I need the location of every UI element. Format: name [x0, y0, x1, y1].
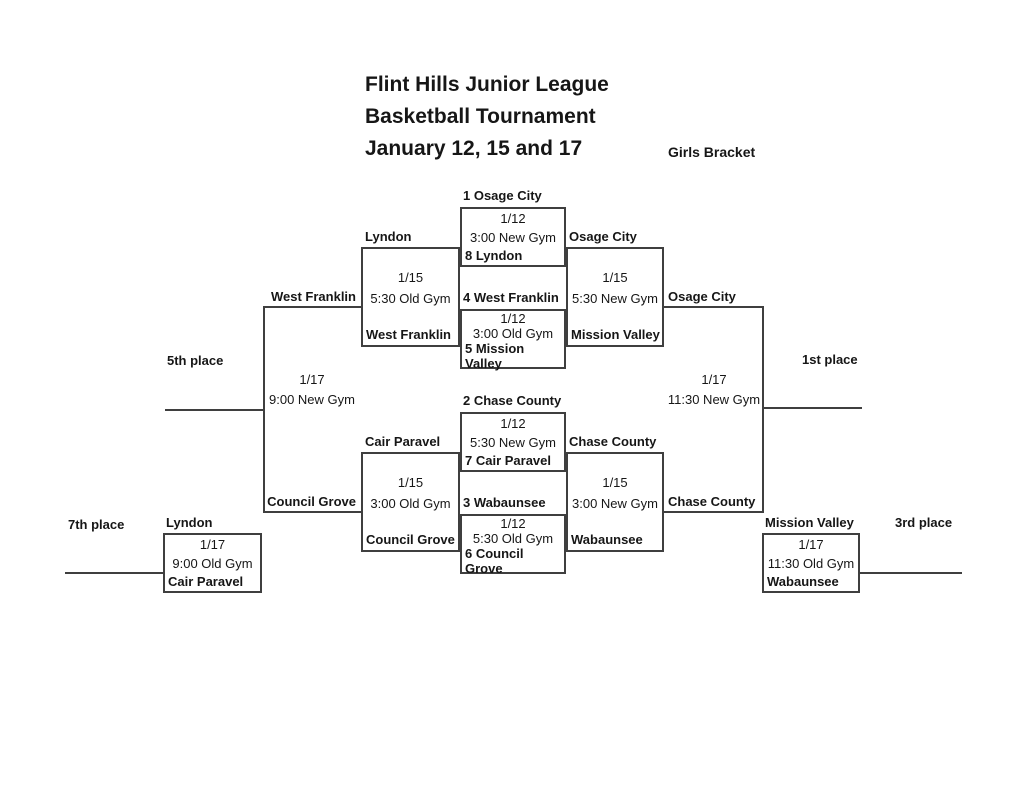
fifth-place-label: 5th place — [167, 353, 224, 368]
consolation1-box: 1/15 5:30 Old Gym West Franklin — [361, 247, 460, 347]
game3-box: 1/12 5:30 New Gym 7 Cair Paravel — [460, 412, 566, 472]
semifinal2-bottom-team: Wabaunsee — [571, 532, 643, 547]
game1-bottom-seed: 8 Lyndon — [465, 248, 523, 264]
seventh-place-date: 1/17 — [199, 536, 226, 552]
game2-venue: 3:00 Old Gym — [472, 326, 554, 341]
title-line-3: January 12, 15 and 17 — [365, 137, 583, 160]
seventh-place-line — [65, 572, 163, 574]
third-place-bottom-team: Wabaunsee — [767, 574, 839, 590]
seventh-place-label: 7th place — [68, 517, 125, 532]
seventh-place-box: 1/17 9:00 Old Gym Cair Paravel — [163, 533, 262, 593]
consolation2-winner: Council Grove — [267, 494, 356, 509]
championship-venue: 11:30 New Gym — [667, 392, 761, 407]
consolation1-winner-line — [263, 306, 361, 308]
consolation1-top-team: Lyndon — [365, 229, 412, 244]
game1-top-seed: 1 Osage City — [463, 188, 542, 203]
third-place-line — [860, 572, 962, 574]
consolation2-bottom-team: Council Grove — [366, 532, 455, 547]
consolation2-winner-line — [263, 511, 361, 513]
game3-date: 1/12 — [500, 415, 526, 431]
semifinal1-bottom-team: Mission Valley — [571, 327, 660, 342]
third-place-top-team: Mission Valley — [765, 515, 854, 530]
game1-date: 1/12 — [500, 210, 526, 226]
game1-venue: 3:00 New Gym — [470, 229, 556, 245]
consolation2-date: 1/15 — [397, 475, 424, 490]
game4-date: 1/12 — [500, 516, 526, 531]
game2-date: 1/12 — [500, 311, 526, 326]
game4-top-seed: 3 Wabaunsee — [463, 495, 546, 510]
semifinal2-winner: Chase County — [668, 494, 756, 509]
game4-venue: 5:30 Old Gym — [472, 531, 554, 546]
game2-bottom-seed: 5 Mission Valley — [465, 341, 525, 371]
third-place-box: 1/17 11:30 Old Gym Wabaunsee — [762, 533, 860, 593]
first-place-label: 1st place — [802, 352, 858, 367]
fifth-place-venue: 9:00 New Gym — [269, 392, 355, 407]
page-title: Flint Hills Junior League Basketball Tou… — [365, 69, 609, 165]
third-place-label: 3rd place — [895, 515, 953, 530]
championship-date: 1/17 — [701, 372, 727, 387]
game4-box: 1/12 5:30 Old Gym 6 Council Grove — [460, 514, 566, 576]
semifinal2-box: 1/15 3:00 New Gym Wabaunsee — [566, 452, 664, 552]
game1-box: 1/12 3:00 New Gym 8 Lyndon — [460, 207, 566, 267]
semifinal1-box: 1/15 5:30 New Gym Mission Valley — [566, 247, 664, 347]
semifinal1-venue: 5:30 New Gym — [572, 291, 658, 306]
consolation1-date: 1/15 — [397, 270, 424, 285]
seventh-place-venue: 9:00 Old Gym — [172, 555, 253, 571]
semifinal1-top-team: Osage City — [569, 229, 637, 244]
fifth-place-date: 1/17 — [299, 372, 325, 387]
game3-bottom-seed: 7 Cair Paravel — [465, 453, 552, 469]
semifinal2-top-team: Chase County — [569, 434, 657, 449]
consolation2-top-team: Cair Paravel — [365, 434, 441, 449]
game3-top-seed: 2 Chase County — [463, 393, 562, 408]
fifth-place-line — [165, 409, 265, 411]
consolation2-venue: 3:00 Old Gym — [370, 496, 451, 511]
semifinal2-venue: 3:00 New Gym — [572, 496, 658, 511]
game4-bottom-seed: 6 Council Grove — [465, 546, 524, 576]
third-place-venue: 11:30 Old Gym — [767, 555, 855, 571]
title-line-2: Basketball Tournament — [365, 105, 596, 128]
semifinal1-winner: Osage City — [668, 289, 736, 304]
semifinal1-winner-line — [664, 306, 764, 308]
title-line-1: Flint Hills Junior League — [365, 73, 609, 96]
semifinal2-date: 1/15 — [602, 475, 628, 490]
seventh-place-bottom-team: Cair Paravel — [168, 574, 244, 590]
consolation2-box: 1/15 3:00 Old Gym Council Grove — [361, 452, 460, 552]
consolation1-bottom-team: West Franklin — [366, 327, 452, 342]
third-place-date: 1/17 — [798, 536, 824, 552]
game3-venue: 5:30 New Gym — [470, 434, 556, 450]
semifinal1-date: 1/15 — [602, 270, 628, 285]
bracket-label: Girls Bracket — [668, 144, 756, 160]
consolation1-winner: West Franklin — [270, 289, 356, 304]
consolation1-venue: 5:30 Old Gym — [370, 291, 451, 306]
final-vertical-line — [762, 306, 764, 513]
first-place-line — [762, 407, 862, 409]
game2-top-seed: 4 West Franklin — [463, 290, 559, 305]
game2-box: 1/12 3:00 Old Gym 5 Mission Valley — [460, 309, 566, 371]
seventh-place-top-team: Lyndon — [166, 515, 213, 530]
semifinal2-winner-line — [664, 511, 764, 513]
